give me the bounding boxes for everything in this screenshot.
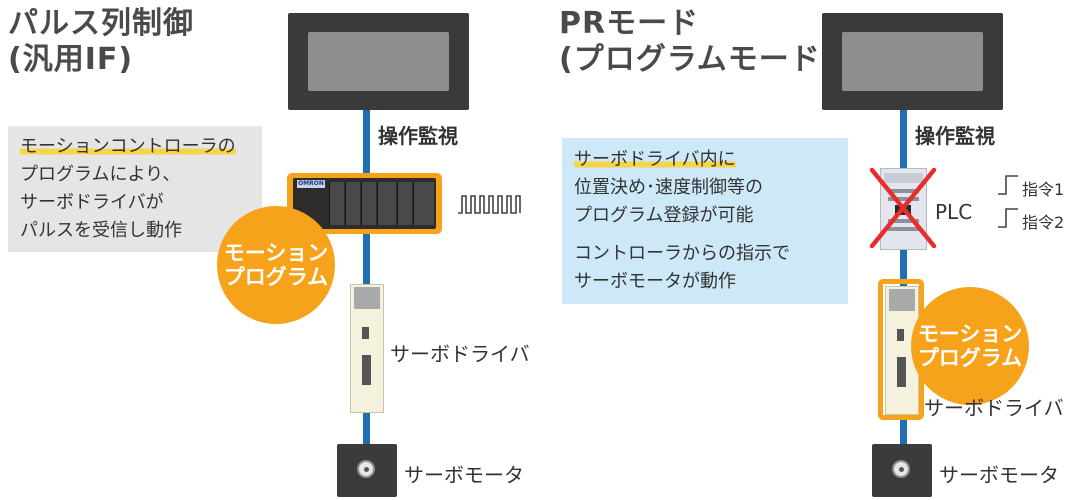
right-monitor-screen (842, 32, 983, 91)
right-circle-line1: モーション (917, 322, 1023, 346)
right-servo-motor (872, 444, 932, 497)
right-note-line-4: コントローラからの指示で (574, 243, 790, 264)
left-motion-program-circle: モーション プログラム (217, 206, 335, 324)
right-title-line1: PRモード (559, 6, 700, 41)
plc-label: PLC (935, 200, 973, 224)
left-title: パルス列制御 (汎用IF) (8, 6, 194, 78)
left-note-line-2: プログラムにより、 (20, 164, 181, 185)
right-hmi-monitor (822, 13, 1003, 110)
right-motor-label: サーボモータ (939, 463, 1059, 487)
command1-pulse-icon (998, 175, 1018, 195)
left-note-line-3: サーボドライバが (20, 192, 164, 213)
command2-pulse-icon (998, 208, 1018, 228)
right-note-line-3: プログラム登録が可能 (574, 205, 754, 226)
right-note-box: サーボドライバ内に 位置決め･速度制御等の プログラム登録が可能 コントローラか… (562, 138, 848, 304)
right-title-line2: (プログラムモード) (559, 42, 836, 77)
left-motor-label: サーボモータ (404, 463, 524, 487)
command2-label: 指令2 (1022, 213, 1065, 232)
right-motion-program-circle: モーション プログラム (911, 287, 1029, 405)
left-cable (363, 110, 370, 450)
pulse-train-icon (458, 195, 521, 214)
left-drive-label: サーボドライバ (390, 342, 530, 366)
right-motor-shaft-icon (892, 460, 910, 478)
right-note-line-5: サーボモータが動作 (574, 271, 736, 292)
motion-controller: OMRON (287, 173, 442, 234)
plc-device (880, 168, 927, 250)
left-servo-drive (350, 284, 384, 413)
left-servo-motor (337, 444, 397, 497)
command1-label: 指令1 (1022, 180, 1065, 199)
left-note-line-1: モーションコントローラの (20, 133, 250, 161)
left-hmi-monitor (288, 13, 469, 110)
left-note-box: モーションコントローラの プログラムにより、 サーボドライバが パルスを受信し動… (8, 126, 262, 252)
left-note-line-4: パルスを受信し動作 (20, 220, 182, 241)
controller-brand-plate: OMRON (297, 180, 325, 188)
left-title-line1: パルス列制御 (8, 6, 194, 41)
right-monitoring-label: 操作監視 (915, 124, 995, 148)
left-note-highlight: モーションコントローラの (20, 136, 236, 157)
right-note-line-2: 位置決め･速度制御等の (574, 177, 763, 198)
left-circle-line1: モーション (223, 241, 329, 265)
left-monitoring-label: 操作監視 (378, 124, 458, 148)
left-title-line2: (汎用IF) (8, 42, 134, 77)
left-circle-line2: プログラム (223, 265, 329, 289)
left-motor-shaft-icon (357, 460, 375, 478)
right-drive-label: サーボドライバ (924, 396, 1064, 420)
right-circle-line2: プログラム (917, 346, 1023, 370)
right-note-line-1: サーボドライバ内に (574, 146, 836, 174)
left-monitor-screen (308, 32, 449, 91)
right-note-highlight: サーボドライバ内に (574, 149, 736, 170)
plc-crossed-out-icon (869, 167, 937, 249)
right-title: PRモード (プログラムモード) (559, 6, 836, 78)
